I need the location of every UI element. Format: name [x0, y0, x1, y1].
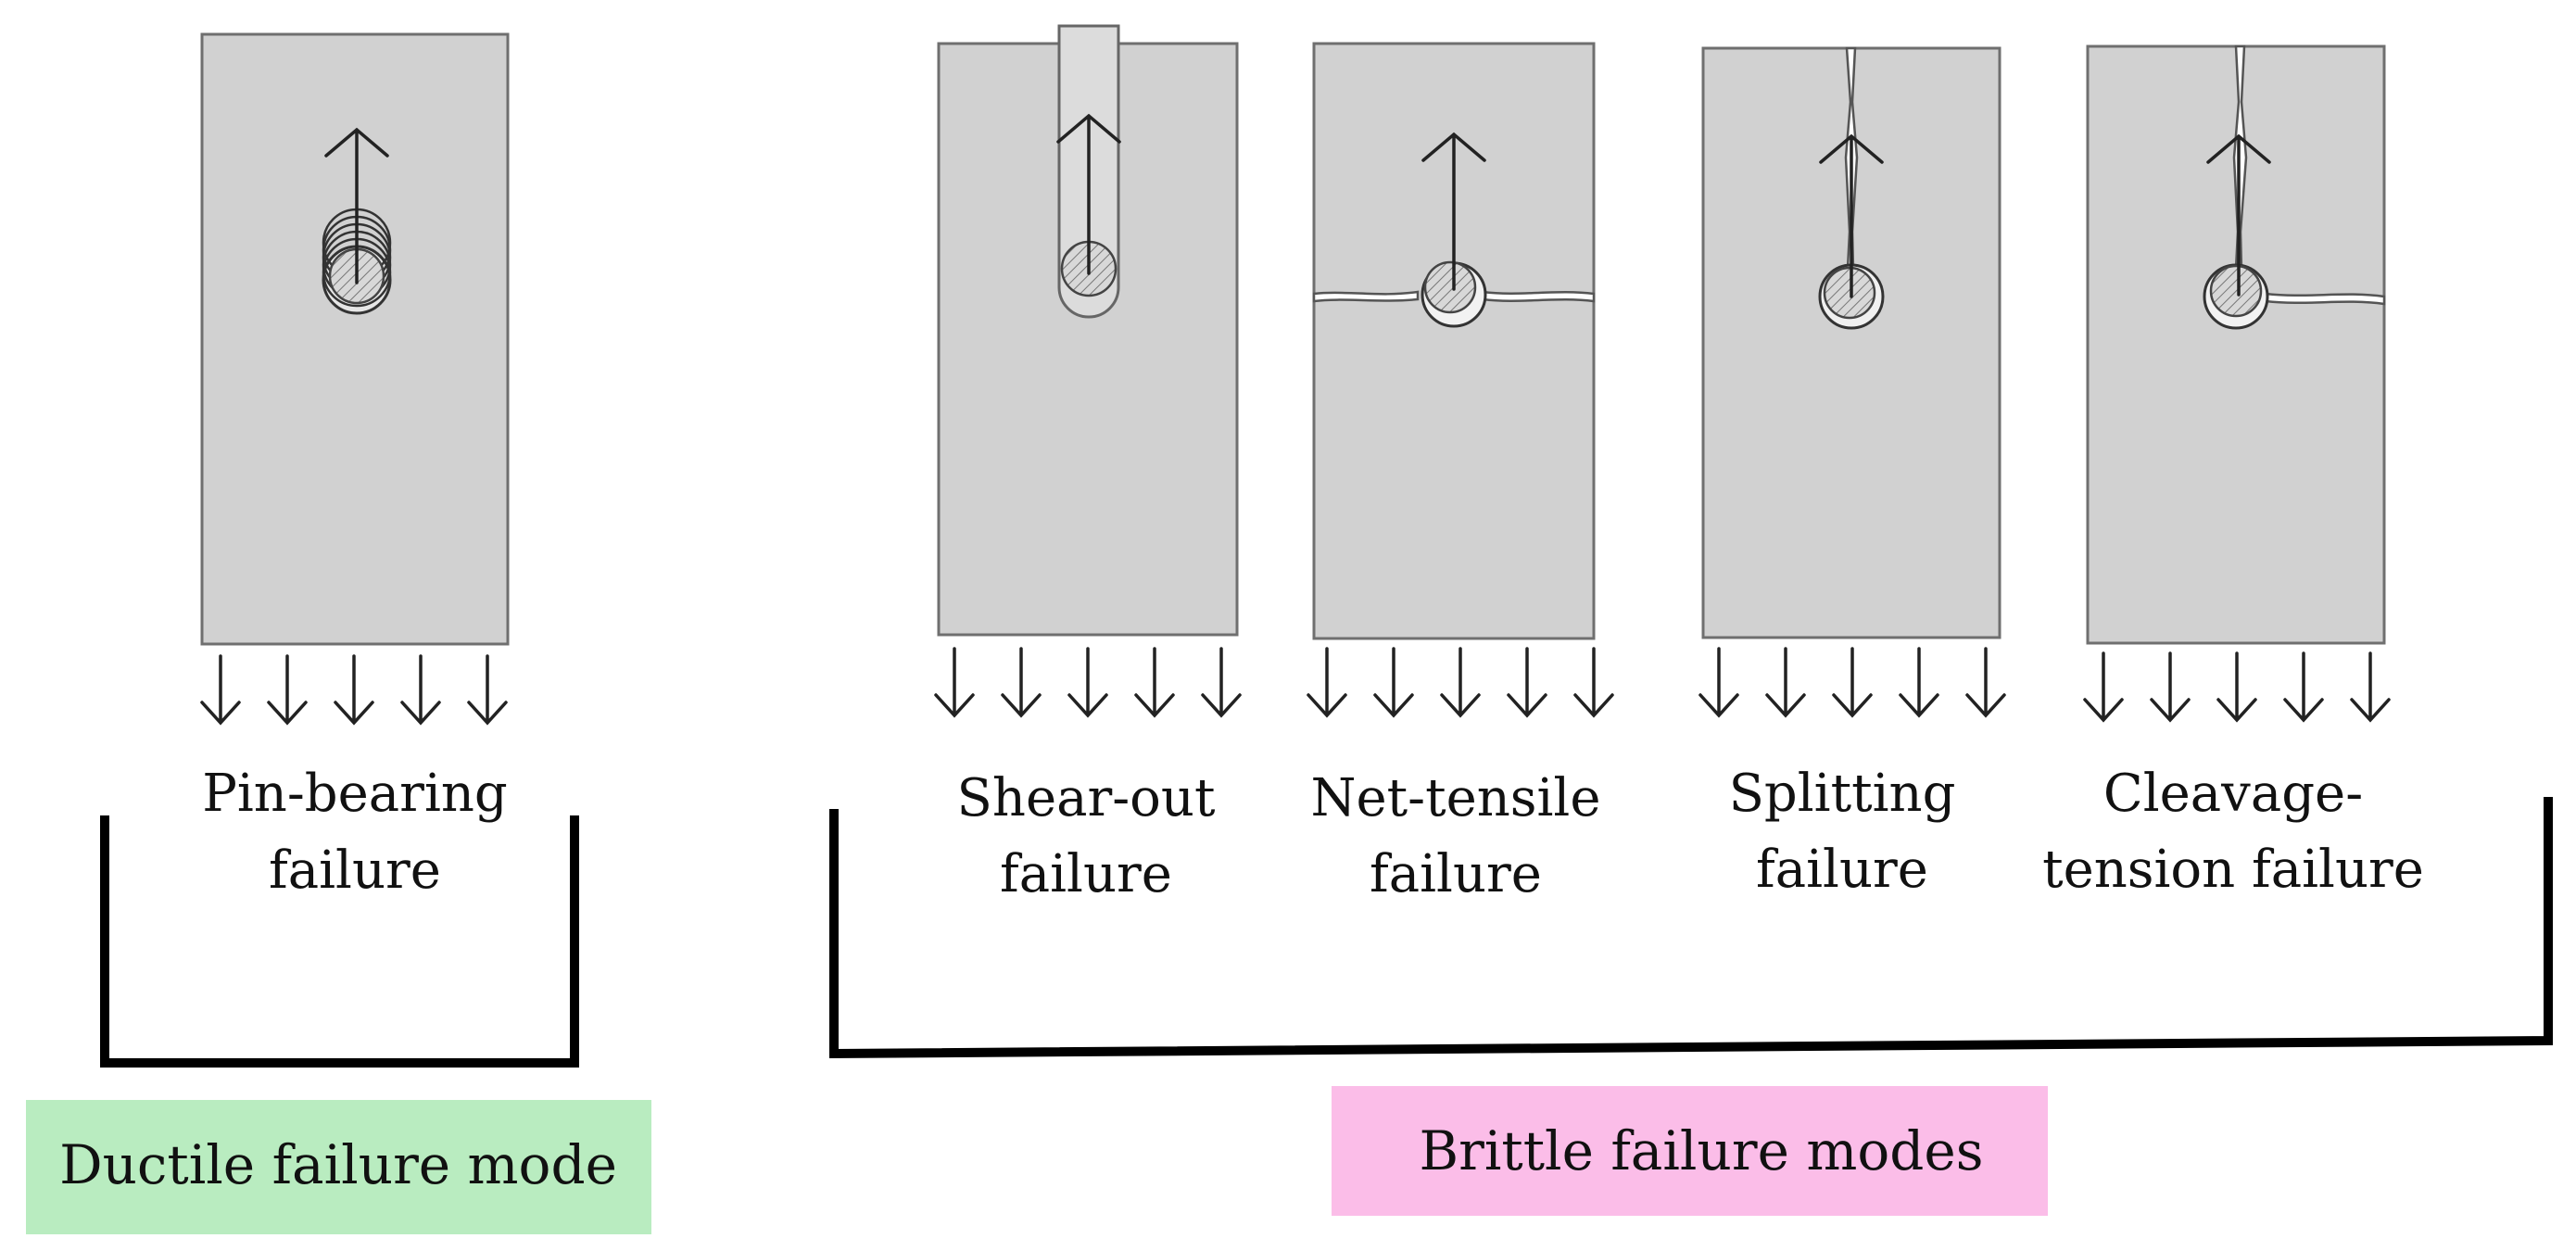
cleavage-crack: [2264, 292, 2386, 306]
ductile-mode-background: [26, 1100, 651, 1234]
load-arrows: [1307, 647, 1614, 717]
specimen-label-line1: Shear-out: [957, 768, 1216, 828]
specimen-cleavage-tension: Cleavage- tension failure: [2042, 44, 2424, 900]
pin-load-arrow: [1421, 132, 1486, 291]
load-arrows: [200, 654, 508, 725]
pin: [2209, 264, 2263, 318]
load-arrows: [2083, 651, 2391, 722]
load-arrows: [934, 647, 1242, 717]
ductile-mode-label: Ductile failure mode: [59, 1133, 617, 1196]
pin: [1823, 266, 1876, 320]
specimen-pin-bearing: Pin-bearing failure: [200, 32, 510, 901]
plate: [200, 32, 510, 646]
specimen-label-line1: Cleavage-: [2103, 764, 2363, 824]
specimen-label-line2: tension failure: [2042, 840, 2424, 900]
specimen-shear-out: Shear-out failure: [934, 24, 1242, 904]
load-arrows: [1698, 647, 2006, 717]
net-tension-crack: [1481, 290, 1596, 303]
pin-load-arrow: [1056, 113, 1121, 275]
pin-load-arrow: [2206, 133, 2271, 297]
specimen-label-line2: failure: [1756, 840, 1928, 900]
ductile-mode-box: Ductile failure mode: [26, 1100, 651, 1234]
brittle-bracket: [829, 797, 2553, 1059]
ductile-bracket: [100, 815, 579, 1068]
pin: [1423, 260, 1477, 314]
specimen-splitting: Splitting failure: [1698, 46, 2006, 900]
specimen-label-line2: failure: [269, 840, 441, 901]
specimen-label-line1: Splitting: [1729, 764, 1956, 824]
brittle-mode-box: Brittle failure modes: [1332, 1086, 2048, 1216]
pin-load-arrow: [324, 127, 389, 284]
specimen-label-line2: failure: [1000, 844, 1172, 904]
pin-load-arrow: [1819, 133, 1884, 298]
brittle-mode-label: Brittle failure modes: [1420, 1119, 1984, 1182]
brittle-mode-background: [1332, 1086, 2048, 1216]
specimen-label-line1: Net-tensile: [1311, 768, 1601, 828]
plate: [1312, 42, 1596, 640]
net-tension-crack: [1312, 290, 1420, 303]
specimen-label-line1: Pin-bearing: [202, 764, 508, 824]
specimen-label-line2: failure: [1370, 844, 1542, 904]
specimen-net-tensile: Net-tensile failure: [1307, 42, 1614, 904]
